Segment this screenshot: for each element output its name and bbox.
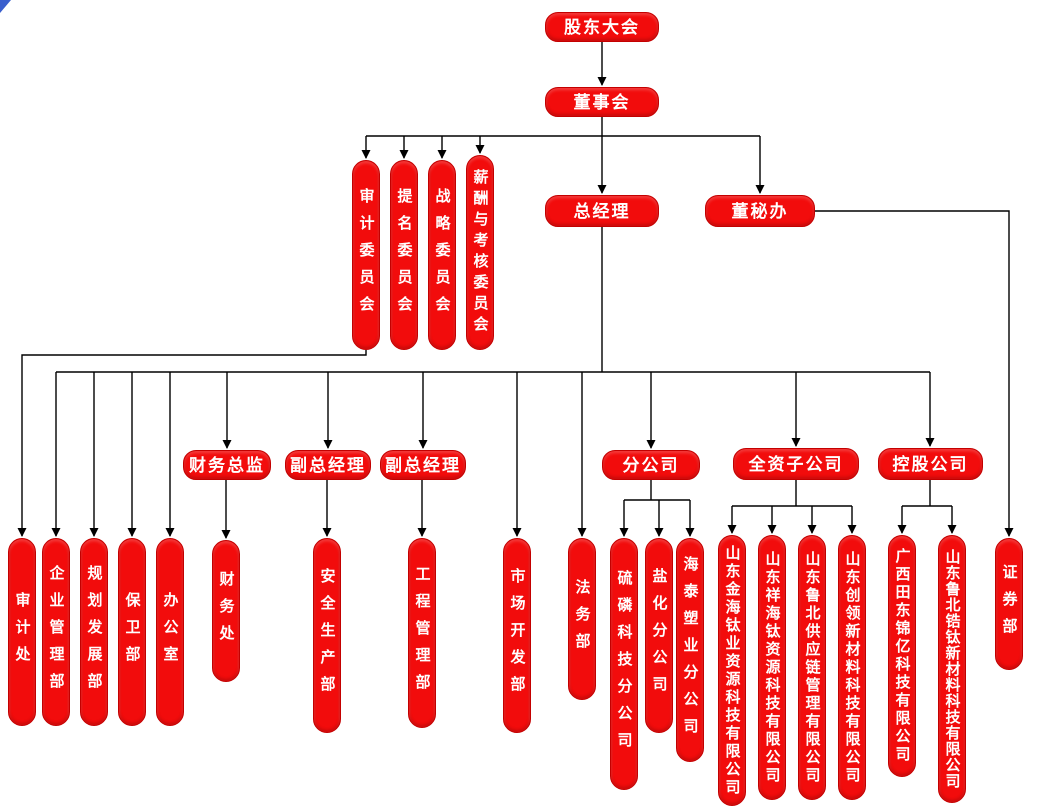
org-node-remuneration-appraisal-committee: 薪酬与考核委员会 — [466, 155, 494, 350]
org-node-label: 提名委员会 — [395, 187, 413, 323]
org-node-label: 法务部 — [573, 578, 591, 660]
org-node-label: 安全生产部 — [318, 568, 336, 703]
org-node-label: 山东祥海钛资源科技有限公司 — [763, 550, 781, 785]
org-node-label: 山东创领新材料科技有限公司 — [843, 550, 861, 785]
org-node-haitai-plastics-branch: 海泰塑业分公司 — [676, 538, 704, 762]
org-node-label: 董秘办 — [731, 201, 789, 221]
org-node-finance-office: 财务处 — [212, 540, 240, 682]
org-node-shareholders-meeting: 股东大会 — [545, 12, 659, 42]
org-node-safety-production-dept: 安全生产部 — [313, 538, 341, 733]
org-node-guangxi-tiandong-jinyi: 广西田东锦亿科技有限公司 — [888, 535, 916, 777]
org-node-salt-chemical-branch: 盐化分公司 — [645, 538, 673, 733]
org-node-market-development-dept: 市场开发部 — [503, 538, 531, 733]
org-node-label: 证券部 — [1000, 563, 1018, 645]
org-node-label: 海泰塑业分公司 — [681, 555, 699, 745]
org-node-label: 工程管理部 — [413, 565, 431, 701]
org-node-label: 审计委员会 — [357, 187, 375, 323]
org-node-wholly-owned-subsidiaries: 全资子公司 — [733, 448, 859, 480]
org-node-cfo: 财务总监 — [183, 450, 271, 480]
org-node-securities-dept: 证券部 — [995, 538, 1023, 670]
org-node-label: 山东鲁北锆钛新材料科技有限公司 — [943, 549, 961, 789]
org-node-enterprise-management-dept: 企业管理部 — [42, 538, 70, 726]
org-node-audit-committee: 审计委员会 — [352, 160, 380, 350]
org-node-label: 财务处 — [217, 570, 235, 652]
org-node-board-secretary-office: 董秘办 — [705, 195, 815, 227]
org-node-deputy-gm-1: 副总经理 — [285, 450, 371, 480]
org-node-label: 财务总监 — [189, 455, 265, 475]
connector-line — [815, 210, 1014, 537]
org-node-engineering-management-dept: 工程管理部 — [408, 538, 436, 728]
org-node-jinhai-titanium-resources: 山东金海钛业资源科技有限公司 — [718, 535, 746, 806]
org-node-label: 薪酬与考核委员会 — [471, 168, 489, 337]
org-node-label: 盐化分公司 — [650, 568, 668, 703]
org-node-label: 市场开发部 — [508, 568, 526, 703]
org-node-label: 企业管理部 — [47, 564, 65, 700]
org-node-general-manager: 总经理 — [545, 195, 659, 227]
org-node-label: 广西田东锦亿科技有限公司 — [893, 548, 911, 764]
org-node-security-dept: 保卫部 — [118, 538, 146, 726]
org-node-deputy-gm-2: 副总经理 — [380, 450, 466, 480]
org-node-lubei-zirconium-titanium: 山东鲁北锆钛新材料科技有限公司 — [938, 535, 966, 803]
org-node-label: 规划发展部 — [85, 564, 103, 700]
org-node-legal-dept: 法务部 — [568, 538, 596, 700]
org-node-label: 董事会 — [573, 92, 631, 112]
org-node-label: 副总经理 — [290, 455, 366, 475]
org-node-label: 战略委员会 — [433, 187, 451, 323]
org-node-lubei-supply-chain: 山东鲁北供应链管理有限公司 — [798, 535, 826, 800]
org-node-xianghai-titanium-resources: 山东祥海钛资源科技有限公司 — [758, 535, 786, 800]
org-node-holding-companies: 控股公司 — [878, 448, 983, 480]
org-node-strategy-committee: 战略委员会 — [428, 160, 456, 350]
org-node-label: 分公司 — [622, 455, 680, 475]
org-node-label: 保卫部 — [123, 591, 141, 673]
org-node-label: 山东金海钛业资源科技有限公司 — [723, 544, 741, 797]
org-node-label: 审计处 — [13, 591, 31, 673]
org-node-label: 副总经理 — [385, 455, 461, 475]
connector-line — [17, 350, 367, 537]
org-node-planning-development-dept: 规划发展部 — [80, 538, 108, 726]
org-node-branch-companies: 分公司 — [602, 450, 700, 480]
org-node-label: 山东鲁北供应链管理有限公司 — [803, 550, 821, 785]
org-node-label: 硫磷科技分公司 — [615, 569, 633, 759]
org-node-label: 全资子公司 — [748, 454, 844, 474]
org-node-board-of-directors: 董事会 — [545, 87, 659, 117]
org-node-nomination-committee: 提名委员会 — [390, 160, 418, 350]
org-node-label: 办公室 — [161, 591, 179, 673]
org-node-label: 控股公司 — [892, 454, 969, 474]
org-node-chuangling-new-materials: 山东创领新材料科技有限公司 — [838, 535, 866, 800]
org-node-label: 总经理 — [573, 201, 631, 221]
corner-mark — [0, 0, 11, 13]
org-node-sulfur-phosphorus-tech-branch: 硫磷科技分公司 — [610, 538, 638, 790]
org-node-audit-office: 审计处 — [8, 538, 36, 726]
org-node-general-office: 办公室 — [156, 538, 184, 726]
org-node-label: 股东大会 — [564, 17, 640, 37]
